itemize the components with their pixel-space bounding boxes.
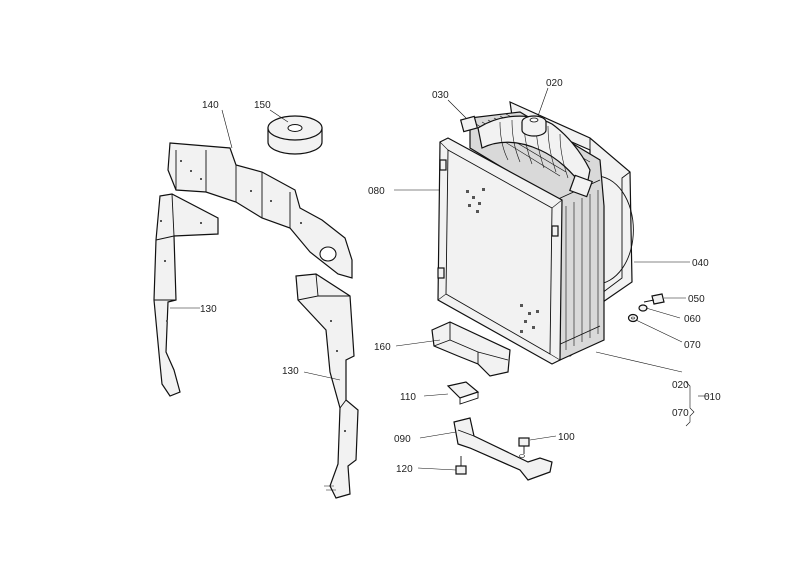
- label-010: 010: [704, 392, 721, 403]
- label-080: 080: [368, 186, 385, 197]
- part-130-left-stay: [153, 193, 219, 397]
- label-040: 040: [692, 258, 709, 269]
- part-100-bolt: [518, 437, 530, 454]
- radiator-core: [469, 111, 605, 361]
- part-120-bolt: [455, 456, 467, 475]
- label-070: 070: [684, 340, 701, 351]
- label-070-group: 070: [672, 408, 689, 419]
- label-160: 160: [374, 342, 391, 353]
- label-110: 110: [400, 392, 416, 403]
- label-140: 140: [202, 100, 219, 111]
- part-020-cap: [521, 115, 547, 137]
- label-020-group: 020: [672, 380, 689, 391]
- label-130-right: 130: [282, 366, 299, 377]
- part-130-right-stay: [295, 273, 359, 499]
- leader-lines: [170, 87, 708, 471]
- label-060: 060: [684, 314, 701, 325]
- label-090: 090: [394, 434, 411, 445]
- part-090-bracket: [453, 417, 553, 481]
- part-030-mount: [459, 115, 479, 133]
- part-160-cushion: [431, 321, 511, 377]
- label-120: 120: [396, 464, 413, 475]
- label-030: 030: [432, 90, 449, 101]
- part-070-washer: [627, 313, 639, 323]
- part-050-bolt: [643, 293, 665, 305]
- label-130-left: 130: [200, 304, 217, 315]
- part-110-clip: [446, 381, 480, 405]
- label-020: 020: [546, 78, 563, 89]
- part-140-bracket: [167, 142, 353, 279]
- label-100: 100: [558, 432, 575, 443]
- part-060-washer: [638, 304, 648, 312]
- label-050: 050: [688, 294, 705, 305]
- part-150-washer: [267, 115, 323, 155]
- label-150: 150: [254, 100, 271, 111]
- part-080-screen: [437, 137, 563, 365]
- callout-labels: 140 150 020 030 080 040 050 060 070 020 …: [200, 78, 721, 475]
